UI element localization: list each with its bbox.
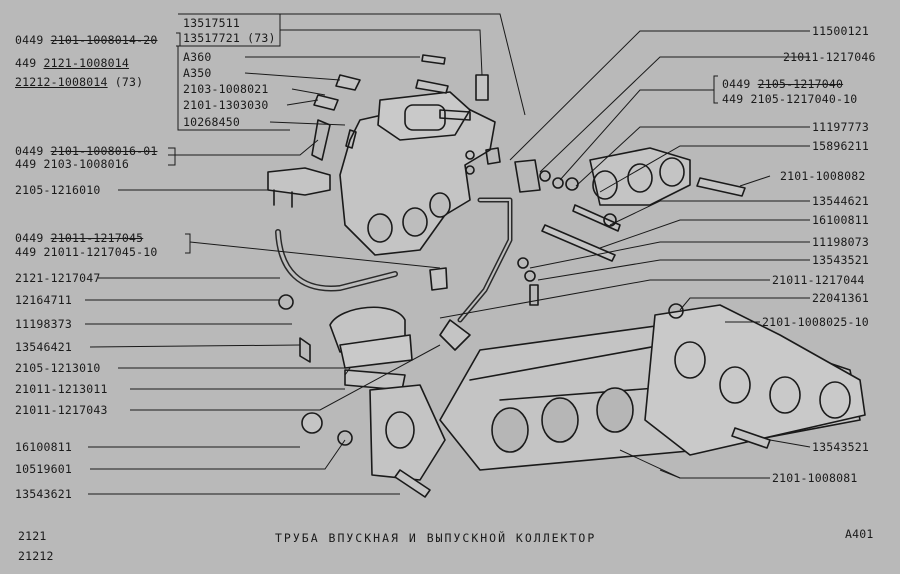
fasteners-drawing — [301, 109, 771, 498]
label-449-2103-1008016: 449 2103-1008016 — [15, 157, 129, 171]
intake-pipe-drawing — [339, 91, 496, 256]
label-0449-2101-1008016-01: 0449 2101-1008016-01 — [15, 144, 158, 158]
label-21212-1008014: 21212-1008014 (73) — [15, 75, 144, 89]
top-bolts-drawing — [311, 54, 449, 161]
flange-drawing — [369, 384, 446, 481]
temperature-sensor-drawing — [267, 167, 331, 208]
label-0449-2101-1008014-20: 0449 2101-1008014-20 — [15, 33, 158, 47]
label-13546421: 13546421 — [15, 340, 72, 354]
hose-drawing — [275, 229, 448, 292]
label-10519601: 10519601 — [15, 462, 72, 476]
stud-right-drawing — [475, 74, 746, 197]
label-a360: A360 — [183, 50, 212, 64]
leader-lines — [85, 13, 811, 495]
valve-drawing — [278, 294, 413, 391]
label-13543521-lower: 13543521 — [812, 440, 869, 454]
label-2101-1008081: 2101-1008081 — [772, 471, 858, 485]
label-11198373: 11198373 — [15, 317, 72, 331]
label-2105-1216010: 2105-1216010 — [15, 183, 101, 197]
label-11197773: 11197773 — [812, 120, 869, 134]
label-2101-1008082: 2101-1008082 — [780, 169, 866, 183]
label-22041361: 22041361 — [812, 291, 869, 305]
label-21011-1213011: 21011-1213011 — [15, 382, 108, 396]
label-449-21011-1217045-10: 449 21011-1217045-10 — [15, 245, 158, 259]
diagram-title: ТРУБА ВПУСКНАЯ И ВЫПУСКНОЙ КОЛЛЕКТОР — [275, 531, 597, 545]
lower-gasket-drawing — [644, 304, 866, 456]
label-13517721: 13517721 (73) — [183, 31, 276, 45]
label-21011-1217043: 21011-1217043 — [15, 403, 108, 417]
label-10268450: 10268450 — [183, 115, 240, 129]
label-2101-1008025-10: 2101-1008025-10 — [762, 315, 869, 329]
label-2121-1217047: 2121-1217047 — [15, 271, 101, 285]
label-21011-1217046: 21011-1217046 — [783, 50, 876, 64]
page-code: A401 — [845, 527, 874, 541]
label-11500121: 11500121 — [812, 24, 869, 38]
label-a350: A350 — [183, 66, 212, 80]
label-15896211: 15896211 — [812, 139, 869, 153]
label-11198073: 11198073 — [812, 235, 869, 249]
label-13543521-upper: 13543521 — [812, 253, 869, 267]
upper-gasket-drawing — [589, 147, 691, 206]
label-0449-21011-1217045: 0449 21011-1217045 — [15, 231, 144, 245]
model-number-2121: 2121 — [18, 529, 47, 543]
label-16100811-left: 16100811 — [15, 440, 72, 454]
label-449-2121-1008014: 449 2121-1008014 — [15, 56, 129, 70]
label-12164711: 12164711 — [15, 293, 72, 307]
label-2105-1213010: 2105-1213010 — [15, 361, 101, 375]
label-21011-1217044: 21011-1217044 — [772, 273, 865, 287]
label-13543621: 13543621 — [15, 487, 72, 501]
label-2103-1008021: 2103-1008021 — [183, 82, 269, 96]
label-449-2105-1217040-10: 449 2105-1217040-10 — [722, 92, 858, 106]
label-2101-1303030: 2101-1303030 — [183, 98, 269, 112]
label-13517511: 13517511 — [183, 16, 240, 30]
pipe-tube-drawing — [439, 197, 513, 351]
label-0449-2105-1217040: 0449 2105-1217040 — [722, 77, 844, 91]
label-13544621: 13544621 — [812, 194, 869, 208]
label-16100811-right: 16100811 — [812, 213, 869, 227]
model-number-21212: 21212 — [18, 549, 54, 563]
